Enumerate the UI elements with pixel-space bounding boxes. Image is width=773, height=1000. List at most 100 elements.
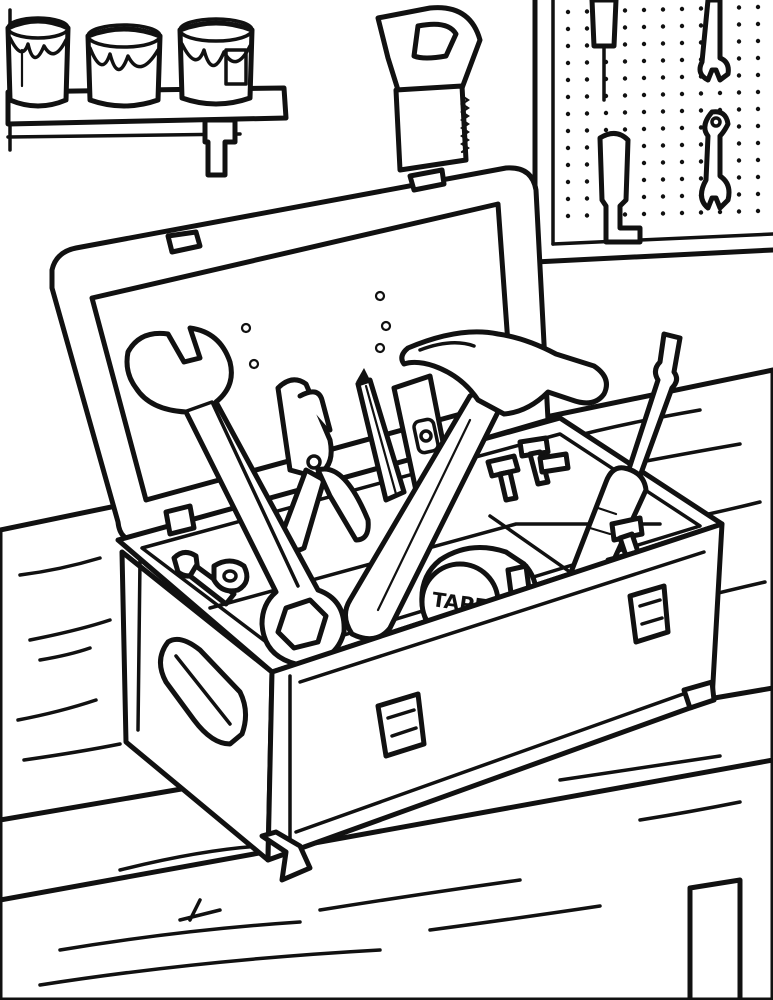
peg-hole	[622, 76, 628, 81]
peg-hole	[622, 110, 628, 115]
peg-hole	[584, 111, 590, 116]
peg-hole	[660, 211, 666, 216]
peg-hole	[717, 90, 723, 96]
peg-hole	[565, 213, 571, 219]
peg-hole	[584, 179, 590, 184]
peg-hole	[584, 60, 590, 65]
peg-hole	[565, 128, 571, 134]
peg-hole	[584, 128, 590, 133]
toolbox-front	[119, 503, 725, 883]
peg-hole	[565, 196, 571, 202]
peg-hole	[679, 142, 685, 148]
peg-hole	[660, 58, 666, 63]
peg-hole	[660, 7, 666, 12]
peg-hole	[584, 77, 590, 82]
peg-hole	[565, 111, 571, 117]
peg-hole	[698, 23, 704, 28]
peg-hole	[660, 177, 666, 182]
peg-hole	[584, 9, 590, 14]
peg-hole	[565, 43, 571, 49]
peg-hole	[660, 126, 666, 131]
peg-hole	[641, 160, 647, 166]
peg-hole	[584, 94, 590, 99]
peg-hole	[717, 209, 723, 215]
peg-hole	[622, 42, 628, 47]
peg-hole	[679, 125, 685, 131]
peg-hole	[679, 6, 685, 12]
peg-hole	[565, 162, 571, 168]
peg-hole	[660, 194, 666, 199]
peg-hole	[736, 107, 742, 112]
peg-hole	[565, 94, 571, 100]
bolts-left-compartment	[171, 550, 250, 607]
peg-hole	[622, 93, 628, 98]
peg-hole	[622, 59, 628, 64]
peg-hole	[755, 191, 761, 197]
peg-hole	[736, 39, 742, 44]
peg-hole	[641, 75, 647, 81]
peg-hole	[622, 212, 628, 217]
peg-hole	[736, 90, 742, 95]
peg-hole	[641, 143, 647, 149]
peg-hole	[565, 9, 571, 15]
peg-hole	[755, 4, 761, 10]
peg-hole	[698, 176, 704, 181]
peg-hole	[736, 22, 742, 27]
peg-hole	[660, 109, 666, 114]
peg-hole	[660, 24, 666, 29]
peg-hole	[755, 157, 761, 163]
peg-hole	[584, 162, 590, 167]
peg-hole	[679, 108, 685, 114]
peg-hole	[641, 41, 647, 47]
pegboard-l-key	[597, 131, 643, 245]
peg-hole	[565, 60, 571, 66]
peg-hole	[755, 123, 761, 129]
peg-hole	[622, 127, 628, 132]
peg-hole	[660, 143, 666, 148]
peg-hole	[565, 145, 571, 151]
peg-hole	[660, 41, 666, 46]
peg-hole	[755, 140, 761, 146]
peg-hole	[679, 176, 685, 182]
peg-hole	[679, 74, 685, 80]
peg-hole	[698, 108, 704, 113]
peg-hole	[736, 5, 742, 10]
pegboard-wrench-top	[697, 0, 731, 83]
peg-hole	[641, 126, 647, 132]
peg-hole	[641, 194, 647, 200]
peg-hole	[736, 56, 742, 61]
peg-hole	[641, 109, 647, 115]
peg-hole	[641, 58, 647, 64]
pencil	[355, 368, 407, 503]
peg-hole	[603, 110, 609, 116]
peg-hole	[736, 141, 742, 146]
peg-hole	[565, 26, 571, 32]
peg-hole	[679, 57, 685, 63]
peg-hole	[736, 158, 742, 163]
peg-hole	[679, 210, 685, 216]
peg-hole	[755, 106, 761, 112]
peg-hole	[736, 175, 742, 180]
peg-hole	[641, 177, 647, 183]
peg-hole	[584, 26, 590, 31]
peg-hole	[622, 8, 628, 13]
peg-hole	[565, 179, 571, 185]
peg-hole	[736, 192, 742, 197]
peg-hole	[755, 174, 761, 180]
peg-hole	[622, 25, 628, 30]
peg-hole	[603, 127, 609, 133]
peg-hole	[641, 92, 647, 98]
peg-hole	[736, 209, 742, 214]
peg-hole	[679, 91, 685, 97]
peg-hole	[736, 124, 742, 129]
peg-hole	[660, 160, 666, 165]
hand-saw	[375, 5, 483, 173]
peg-hole	[565, 77, 571, 83]
peg-hole	[755, 89, 761, 95]
peg-hole	[679, 193, 685, 199]
peg-hole	[641, 7, 647, 13]
paint-can-2	[85, 23, 163, 109]
peg-hole	[698, 6, 704, 11]
peg-hole	[736, 73, 742, 78]
